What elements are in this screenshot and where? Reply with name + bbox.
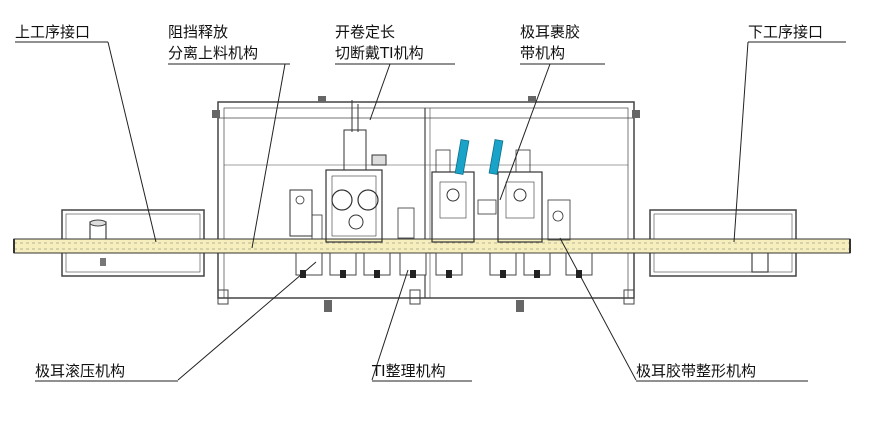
label-tab-wrap-line1: 极耳裹胶 [520, 23, 580, 41]
label-ti-arrange: TI整理机构 [371, 362, 446, 380]
label-uncoil-cut-line2: 切断戴TI机构 [335, 44, 424, 62]
callout-tab-rolling: 极耳滚压机构 [35, 362, 178, 382]
callout-upstream: 上工序接口 [15, 23, 108, 43]
label-uncoil-cut-line1: 开卷定长 [335, 23, 395, 41]
leader-lines [107, 41, 749, 381]
right-interface-module [649, 209, 797, 277]
callout-blocking-feed: 阻挡释放 分离上料机构 [168, 23, 290, 65]
callout-tab-wrap: 极耳裹胶 带机构 [520, 23, 605, 65]
label-blocking-feed-line2: 分离上料机构 [168, 44, 258, 62]
label-blocking-feed-line1: 阻挡释放 [168, 23, 228, 41]
callout-tab-tape-shaping: 极耳胶带整形机构 [636, 362, 808, 382]
station-blocks [295, 252, 593, 276]
cyan-cylinders [454, 139, 504, 175]
label-tab-tape-shaping: 极耳胶带整形机构 [636, 362, 756, 380]
callout-uncoil-cut: 开卷定长 切断戴TI机构 [335, 23, 455, 65]
label-tab-rolling: 极耳滚压机构 [35, 362, 125, 380]
callout-ti-arrange: TI整理机构 [371, 362, 472, 382]
main-frame [212, 96, 640, 312]
label-upstream-interface: 上工序接口 [15, 23, 90, 41]
label-tab-wrap-line2: 带机构 [520, 44, 565, 62]
callout-downstream: 下工序接口 [748, 23, 846, 43]
tab-wrap-mechanism [397, 149, 571, 243]
uncoil-cut-mechanism [289, 100, 387, 243]
label-downstream-interface: 下工序接口 [748, 23, 823, 41]
